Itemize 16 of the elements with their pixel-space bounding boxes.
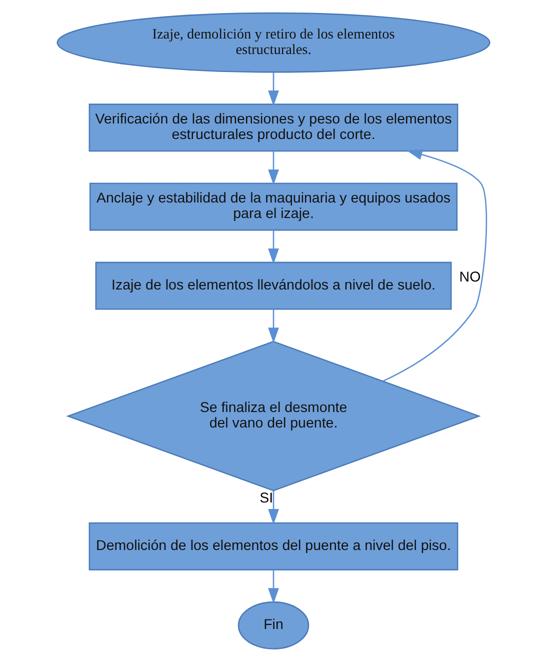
arrow xyxy=(268,309,278,344)
node-box: Izaje de los elementos llevándolos a nivel de suelo. xyxy=(94,262,452,310)
arrow xyxy=(268,570,278,604)
node-ellipse: Izaje, demolición y retiro de los elementos estructurales. xyxy=(56,12,490,73)
arrow xyxy=(268,490,278,525)
node-box: Anclaje y estabilidad de la maquinaria y equipos usados para el izaje. xyxy=(88,182,458,231)
arrow xyxy=(268,72,278,106)
arrow xyxy=(382,149,487,382)
edge-label: NO xyxy=(458,270,480,286)
node-box: Verificación de las dimensiones y peso de los elementos estructurales producto del corte. xyxy=(88,104,458,152)
arrow xyxy=(268,230,278,264)
edge-label: SI xyxy=(259,490,273,507)
arrow xyxy=(268,151,278,186)
node-box: Demolición de los elementos del puente a nivel del piso. xyxy=(88,522,458,570)
node-diamond: Se finaliza el desmonte del vano del puente. xyxy=(66,340,480,492)
node-ellipse: Fin xyxy=(237,601,309,650)
